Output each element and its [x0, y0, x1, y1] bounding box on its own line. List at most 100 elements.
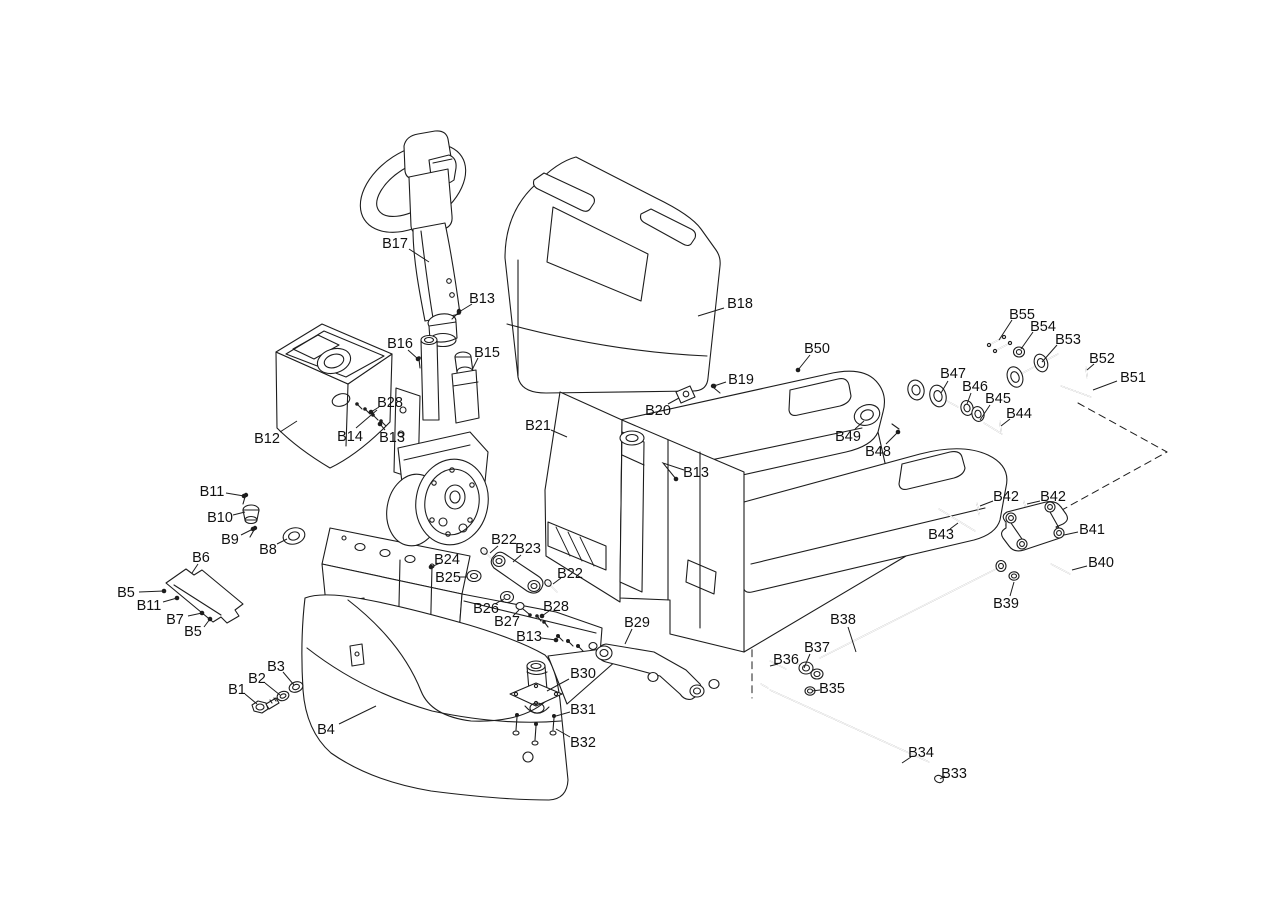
part-callout-B44: B44 [1000, 406, 1032, 427]
part-label-B38: B38 [830, 612, 856, 628]
part-label-B10: B10 [207, 510, 233, 526]
part-label-B9: B9 [221, 532, 239, 548]
fastener-dot [711, 383, 717, 389]
part-label-B39: B39 [993, 596, 1019, 612]
leader-line [471, 357, 479, 371]
fastener-dot [174, 595, 180, 601]
leader-line [803, 653, 811, 669]
fastener-dot [428, 564, 434, 570]
bolt-b1 [251, 700, 269, 714]
bushing-b25 [466, 569, 482, 583]
part-label-B46: B46 [962, 379, 988, 395]
leader-line [811, 689, 821, 692]
fastener-dot [241, 493, 247, 499]
part-label-B3: B3 [267, 659, 285, 675]
leader-line [901, 756, 912, 764]
clip-b33 [934, 774, 944, 784]
part-callout-B40: B40 [1071, 555, 1114, 571]
steering-column-drive-unit [386, 334, 489, 547]
part-label-B42: B42 [993, 489, 1019, 505]
part-callout-B54: B54 [1020, 319, 1056, 350]
bolt-set [251, 681, 304, 714]
part-label-B17: B17 [382, 236, 408, 252]
leader-line [512, 554, 522, 563]
leader-line [939, 775, 946, 780]
part-label-B35: B35 [819, 681, 845, 697]
part-callout-B35: B35 [811, 681, 845, 697]
part-callout-B52: B52 [1086, 351, 1115, 371]
part-callout-B13: B13 [456, 291, 495, 315]
leader-line [232, 511, 246, 516]
part-label-B40: B40 [1088, 555, 1114, 571]
fastener-dot [673, 476, 679, 482]
part-label-B15: B15 [474, 345, 500, 361]
part-label-B45: B45 [985, 391, 1011, 407]
part-label-B53: B53 [1055, 332, 1081, 348]
bolt-b27 [515, 601, 525, 611]
leader-line [979, 500, 994, 507]
part-callout-B31: B31 [555, 702, 596, 718]
part-label-B37: B37 [804, 640, 830, 656]
part-callout-B49: B49 [835, 420, 865, 445]
diagram-artwork [165, 130, 1168, 801]
part-callout-B48: B48 [865, 429, 901, 460]
part-label-B8: B8 [259, 542, 277, 558]
fastener-dot [539, 613, 545, 619]
part-label-B13: B13 [516, 629, 542, 645]
part-callout-B45: B45 [979, 391, 1011, 421]
leader-line [1000, 418, 1011, 427]
part-label-B2: B2 [248, 671, 266, 687]
part-label-B22: B22 [557, 566, 583, 582]
leader-line [458, 303, 473, 313]
tiller-arm [359, 130, 467, 348]
part-callout-B3: B3 [267, 659, 295, 686]
part-callout-B11: B11 [200, 484, 247, 500]
part-callout-B26: B26 [473, 598, 505, 617]
part-callout-B27: B27 [494, 609, 520, 630]
part-label-B5: B5 [117, 585, 135, 601]
part-label-B42: B42 [1040, 489, 1066, 505]
part-label-B25: B25 [435, 570, 461, 586]
leader-line [1026, 500, 1041, 505]
leader-line [546, 678, 570, 692]
cover-plate-b6 [165, 568, 244, 624]
part-label-B7: B7 [166, 612, 184, 628]
part-callout-B55: B55 [998, 307, 1035, 341]
part-label-B41: B41 [1079, 522, 1105, 538]
part-callout-B7: B7 [166, 610, 205, 628]
part-callout-B18: B18 [697, 296, 753, 317]
fastener-dot [161, 588, 167, 594]
part-callout-B21: B21 [525, 418, 568, 438]
part-label-B20: B20 [645, 403, 671, 419]
part-callout-B22: B22 [489, 532, 517, 554]
fastener-dot [415, 356, 421, 362]
part-callout-B5: B5 [184, 616, 213, 640]
part-callout-B38: B38 [830, 612, 857, 653]
part-label-B5: B5 [184, 624, 202, 640]
leader-line [138, 590, 165, 593]
leader-line [355, 409, 378, 429]
leader-line [512, 609, 520, 617]
leader-line [1086, 363, 1095, 371]
part-label-B13: B13 [379, 430, 405, 446]
link-cluster [355, 402, 607, 656]
fastener-dot [207, 616, 213, 622]
part-callout-B53: B53 [1041, 332, 1081, 363]
part-callout-B43: B43 [928, 522, 959, 543]
part-callout-B50: B50 [795, 341, 830, 373]
leader-line [282, 671, 295, 686]
part-callout-B10: B10 [207, 510, 246, 526]
leader-line [540, 637, 557, 641]
leader-line [1071, 565, 1088, 571]
fastener-dot [368, 409, 374, 415]
part-callout-B32: B32 [555, 728, 596, 751]
leader-line [225, 492, 245, 497]
part-label-B28: B28 [377, 395, 403, 411]
part-label-B29: B29 [624, 615, 650, 631]
fastener-dot [553, 637, 559, 643]
chassis-cover [301, 594, 618, 801]
part-label-B43: B43 [928, 527, 954, 543]
part-callout-B9: B9 [221, 526, 256, 548]
part-label-B23: B23 [515, 541, 541, 557]
